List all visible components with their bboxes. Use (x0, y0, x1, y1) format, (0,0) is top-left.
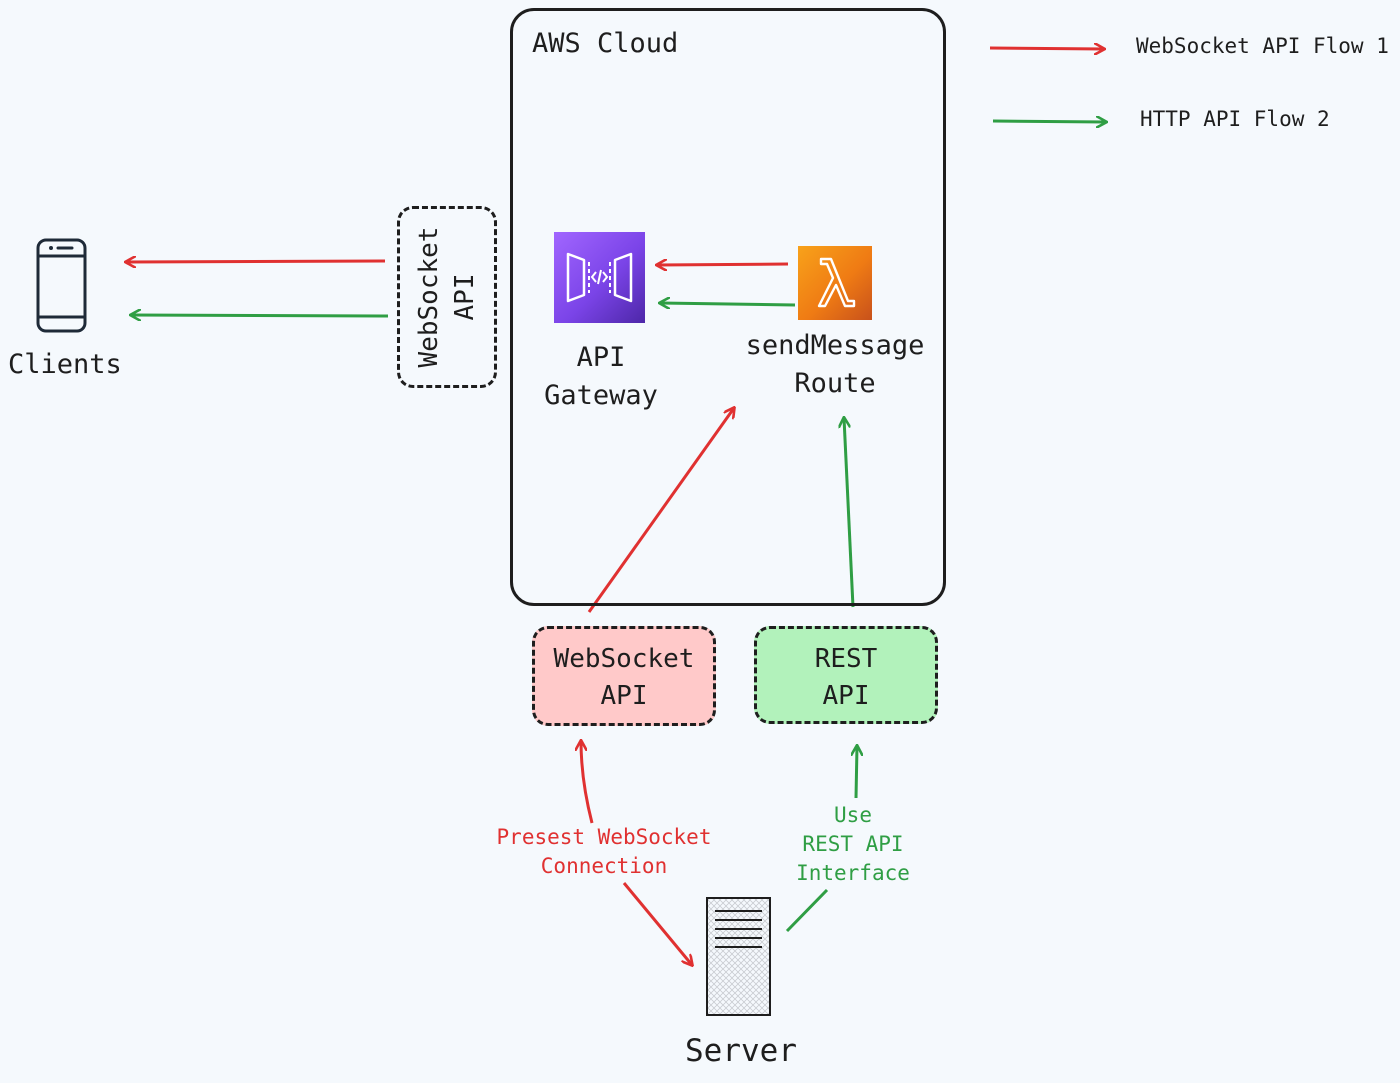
lambda-icon (798, 246, 872, 320)
legend-green-arrow (992, 121, 1106, 122)
arrow-rest-to-route (844, 418, 855, 608)
websocket-connection-line2: Connection (540, 854, 668, 878)
clients-label: Clients (8, 349, 122, 380)
api-gateway-label-line1: API (576, 342, 626, 373)
send-message-route-label: sendMessage Route (735, 327, 935, 403)
legend-label-websocket-flow: WebSocket API Flow 1 (1136, 34, 1389, 58)
rest-interface-label: Use REST API Interface (783, 801, 923, 888)
rest-interface-line3: Interface (796, 861, 910, 885)
mobile-phone-icon (36, 238, 87, 333)
rest-interface-line2: REST API (802, 832, 904, 856)
arrow-lambda-to-gateway-red (657, 264, 789, 265)
websocket-api-side-line2: API (450, 273, 480, 321)
websocket-connection-label: Presest WebSocket Connection (484, 823, 724, 881)
rest-interface-line1: Use (834, 803, 872, 827)
server-icon (706, 897, 771, 1016)
api-gateway-icon (554, 232, 645, 323)
send-message-route-line1: sendMessage (745, 330, 925, 361)
arrow-ws-bottom-to-cloud (587, 408, 734, 613)
websocket-api-box-line2: API (600, 681, 648, 711)
legend-label-http-flow: HTTP API Flow 2 (1140, 107, 1330, 131)
arrow-lambda-to-gateway-green (660, 303, 796, 305)
websocket-connection-line1: Presest WebSocket (496, 825, 712, 849)
arrow-ws-to-clients-red (126, 261, 386, 262)
websocket-api-box: WebSocket API (532, 626, 716, 726)
server-label: Server (685, 1033, 797, 1069)
rest-api-box-line1: REST (814, 644, 878, 674)
aws-cloud-title: AWS Cloud (532, 28, 679, 59)
rest-api-box-line2: API (822, 681, 870, 711)
websocket-api-side-box (397, 206, 497, 388)
api-gateway-label-line2: Gateway (544, 380, 658, 411)
arrow-connection-to-server (622, 882, 692, 965)
legend-red-arrow (989, 48, 1104, 49)
send-message-route-line2: Route (794, 368, 876, 399)
aws-cloud-boundary (510, 8, 946, 606)
arrow-server-to-interface (785, 888, 829, 933)
rest-api-box: REST API (754, 626, 938, 724)
arrow-ws-to-clients-green (131, 315, 389, 316)
websocket-api-side-label: WebSocket API (411, 212, 483, 382)
arrow-connection-to-ws-bottom (581, 741, 594, 824)
api-gateway-label: API Gateway (520, 339, 682, 415)
websocket-api-box-line1: WebSocket (553, 644, 695, 674)
websocket-api-side-line1: WebSocket (414, 226, 444, 368)
arrow-interface-to-rest (856, 746, 857, 799)
